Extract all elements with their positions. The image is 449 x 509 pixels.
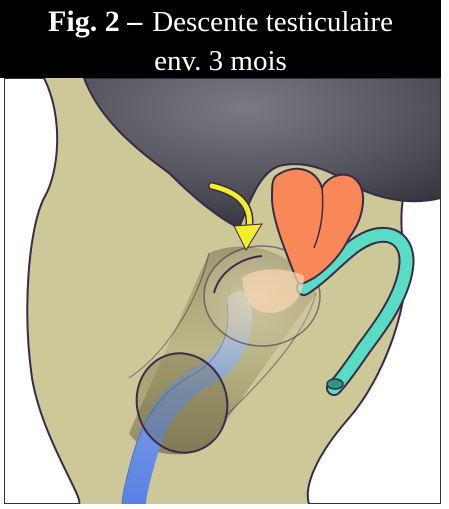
caption-line-1: Fig. 2 – Descente testiculaire [0, 5, 441, 44]
anatomy-illustration [4, 78, 441, 504]
figure-subtitle: env. 3 mois [0, 44, 441, 78]
figure-caption: Fig. 2 – Descente testiculaire env. 3 moi… [0, 0, 441, 78]
anatomy-svg [4, 78, 441, 504]
figure-title: Descente testiculaire [152, 6, 393, 38]
vas-deferens-end [327, 379, 343, 389]
figure-number: Fig. 2 – [48, 5, 142, 38]
